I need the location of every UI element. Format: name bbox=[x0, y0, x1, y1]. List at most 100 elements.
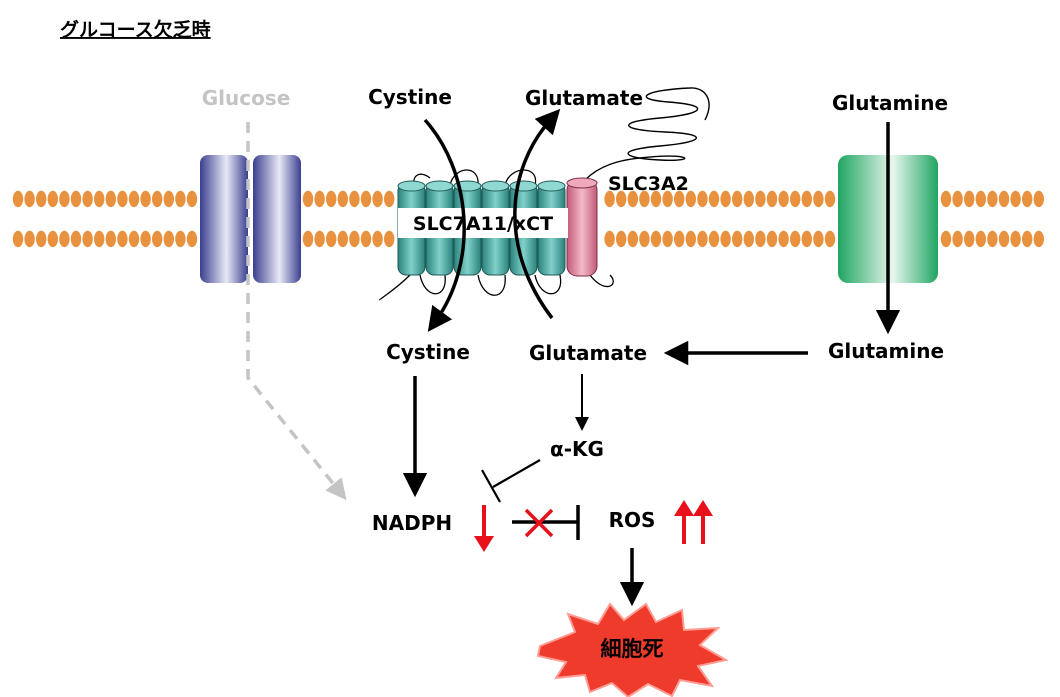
lipid-head bbox=[952, 190, 963, 208]
slc7a11-label: SLC7A11/xCT bbox=[413, 213, 553, 235]
lipid-head bbox=[824, 230, 836, 248]
lipid-head bbox=[743, 230, 754, 248]
lipid-head bbox=[662, 230, 673, 248]
lipid-head bbox=[117, 230, 128, 248]
lipid-head bbox=[82, 230, 93, 248]
cystine-import-arrow bbox=[423, 118, 466, 332]
lipid-head bbox=[975, 190, 986, 208]
lipid-head bbox=[685, 190, 696, 208]
lipid-head bbox=[140, 230, 151, 248]
lipid-head bbox=[685, 230, 696, 248]
lipid-head bbox=[302, 190, 314, 208]
alpha-kg-label: α-KG bbox=[550, 437, 604, 461]
ros-label: ROS bbox=[609, 508, 656, 532]
lipid-head bbox=[940, 190, 952, 208]
lipid-head bbox=[998, 190, 1010, 208]
lipid-head bbox=[70, 230, 82, 248]
lipid-head bbox=[175, 230, 186, 248]
lipid-head bbox=[94, 230, 105, 248]
lipid-head bbox=[743, 190, 754, 208]
lipid-head bbox=[128, 190, 140, 208]
lipid-head bbox=[1021, 190, 1033, 208]
lipid-head bbox=[1033, 230, 1045, 248]
lipid-head bbox=[36, 190, 47, 208]
akg-inhibition bbox=[481, 459, 541, 503]
lipid-head bbox=[674, 190, 685, 208]
xct-helix-top bbox=[425, 180, 454, 192]
lipid-head bbox=[732, 190, 743, 208]
cystine-intracellular-label: Cystine bbox=[386, 340, 470, 364]
xct-helix-top bbox=[509, 180, 538, 192]
lipid-head bbox=[1010, 230, 1021, 248]
lipid-head bbox=[105, 230, 117, 248]
cystine-extracellular-label: Cystine bbox=[368, 85, 452, 109]
lipid-head bbox=[975, 230, 986, 248]
lipid-head bbox=[1010, 190, 1021, 208]
lipid-head bbox=[824, 190, 836, 208]
nadph-label: NADPH bbox=[372, 511, 452, 535]
lipid-head bbox=[801, 230, 812, 248]
lipid-head bbox=[360, 230, 372, 248]
lipid-head bbox=[627, 190, 638, 208]
glucose-label: Glucose bbox=[202, 86, 291, 110]
lipid-head bbox=[82, 190, 93, 208]
lipid-head bbox=[998, 230, 1010, 248]
cell-death-label: 細胞死 bbox=[601, 637, 664, 661]
lipid-head bbox=[326, 190, 337, 208]
lipid-head bbox=[94, 190, 105, 208]
lipid-head bbox=[12, 230, 24, 248]
lipid-head bbox=[314, 190, 325, 208]
lipid-head bbox=[349, 230, 360, 248]
lipid-head bbox=[639, 230, 650, 248]
glutamate-intracellular-label: Glutamate bbox=[529, 341, 647, 365]
lipid-head bbox=[360, 190, 372, 208]
lipid-head bbox=[674, 230, 685, 248]
lipid-head bbox=[639, 190, 650, 208]
lipid-head bbox=[152, 230, 163, 248]
lipid-head bbox=[650, 190, 662, 208]
lipid-head bbox=[12, 190, 24, 208]
lipid-head bbox=[337, 230, 348, 248]
lipid-head bbox=[987, 230, 998, 248]
lipid-head bbox=[36, 230, 47, 248]
lipid-head bbox=[163, 190, 174, 208]
lipid-head bbox=[47, 190, 58, 208]
lipid-head bbox=[697, 230, 708, 248]
page-title: グルコース欠乏時 bbox=[60, 18, 211, 41]
lipid-head bbox=[186, 190, 198, 208]
lipid-head bbox=[952, 230, 963, 248]
glucose-transporter bbox=[200, 155, 301, 283]
xct-helix-top bbox=[537, 180, 566, 192]
nadph-decrease-arrow bbox=[474, 505, 494, 552]
lipid-head bbox=[314, 230, 325, 248]
lipid-head bbox=[790, 190, 801, 208]
lipid-head bbox=[778, 190, 789, 208]
glutamine-intracellular-label: Glutamine bbox=[828, 339, 944, 363]
lipid-head bbox=[766, 190, 778, 208]
lipid-head bbox=[766, 230, 778, 248]
lipid-head bbox=[940, 230, 952, 248]
lipid-head bbox=[616, 190, 627, 208]
xct-helix-top bbox=[397, 180, 426, 192]
lipid-head bbox=[384, 230, 395, 248]
lipid-head bbox=[175, 190, 186, 208]
lipid-head bbox=[720, 190, 731, 208]
lipid-head bbox=[163, 230, 174, 248]
lipid-head bbox=[732, 230, 743, 248]
lipid-head bbox=[790, 230, 801, 248]
lipid-head bbox=[128, 230, 140, 248]
lipid-head bbox=[813, 190, 824, 208]
nadph-ros-inhibition bbox=[512, 505, 580, 540]
slc7a11-label-box: SLC7A11/xCT bbox=[398, 208, 568, 238]
lipid-head bbox=[105, 190, 117, 208]
lipid-head bbox=[372, 190, 383, 208]
lipid-head bbox=[964, 190, 975, 208]
lipid-head bbox=[708, 190, 720, 208]
lipid-head bbox=[384, 190, 395, 208]
lipid-head bbox=[186, 230, 198, 248]
lipid-head bbox=[372, 230, 383, 248]
lipid-head bbox=[662, 190, 673, 208]
lipid-head bbox=[755, 230, 766, 248]
lipid-head bbox=[778, 230, 789, 248]
ros-increase-arrows bbox=[674, 500, 713, 544]
